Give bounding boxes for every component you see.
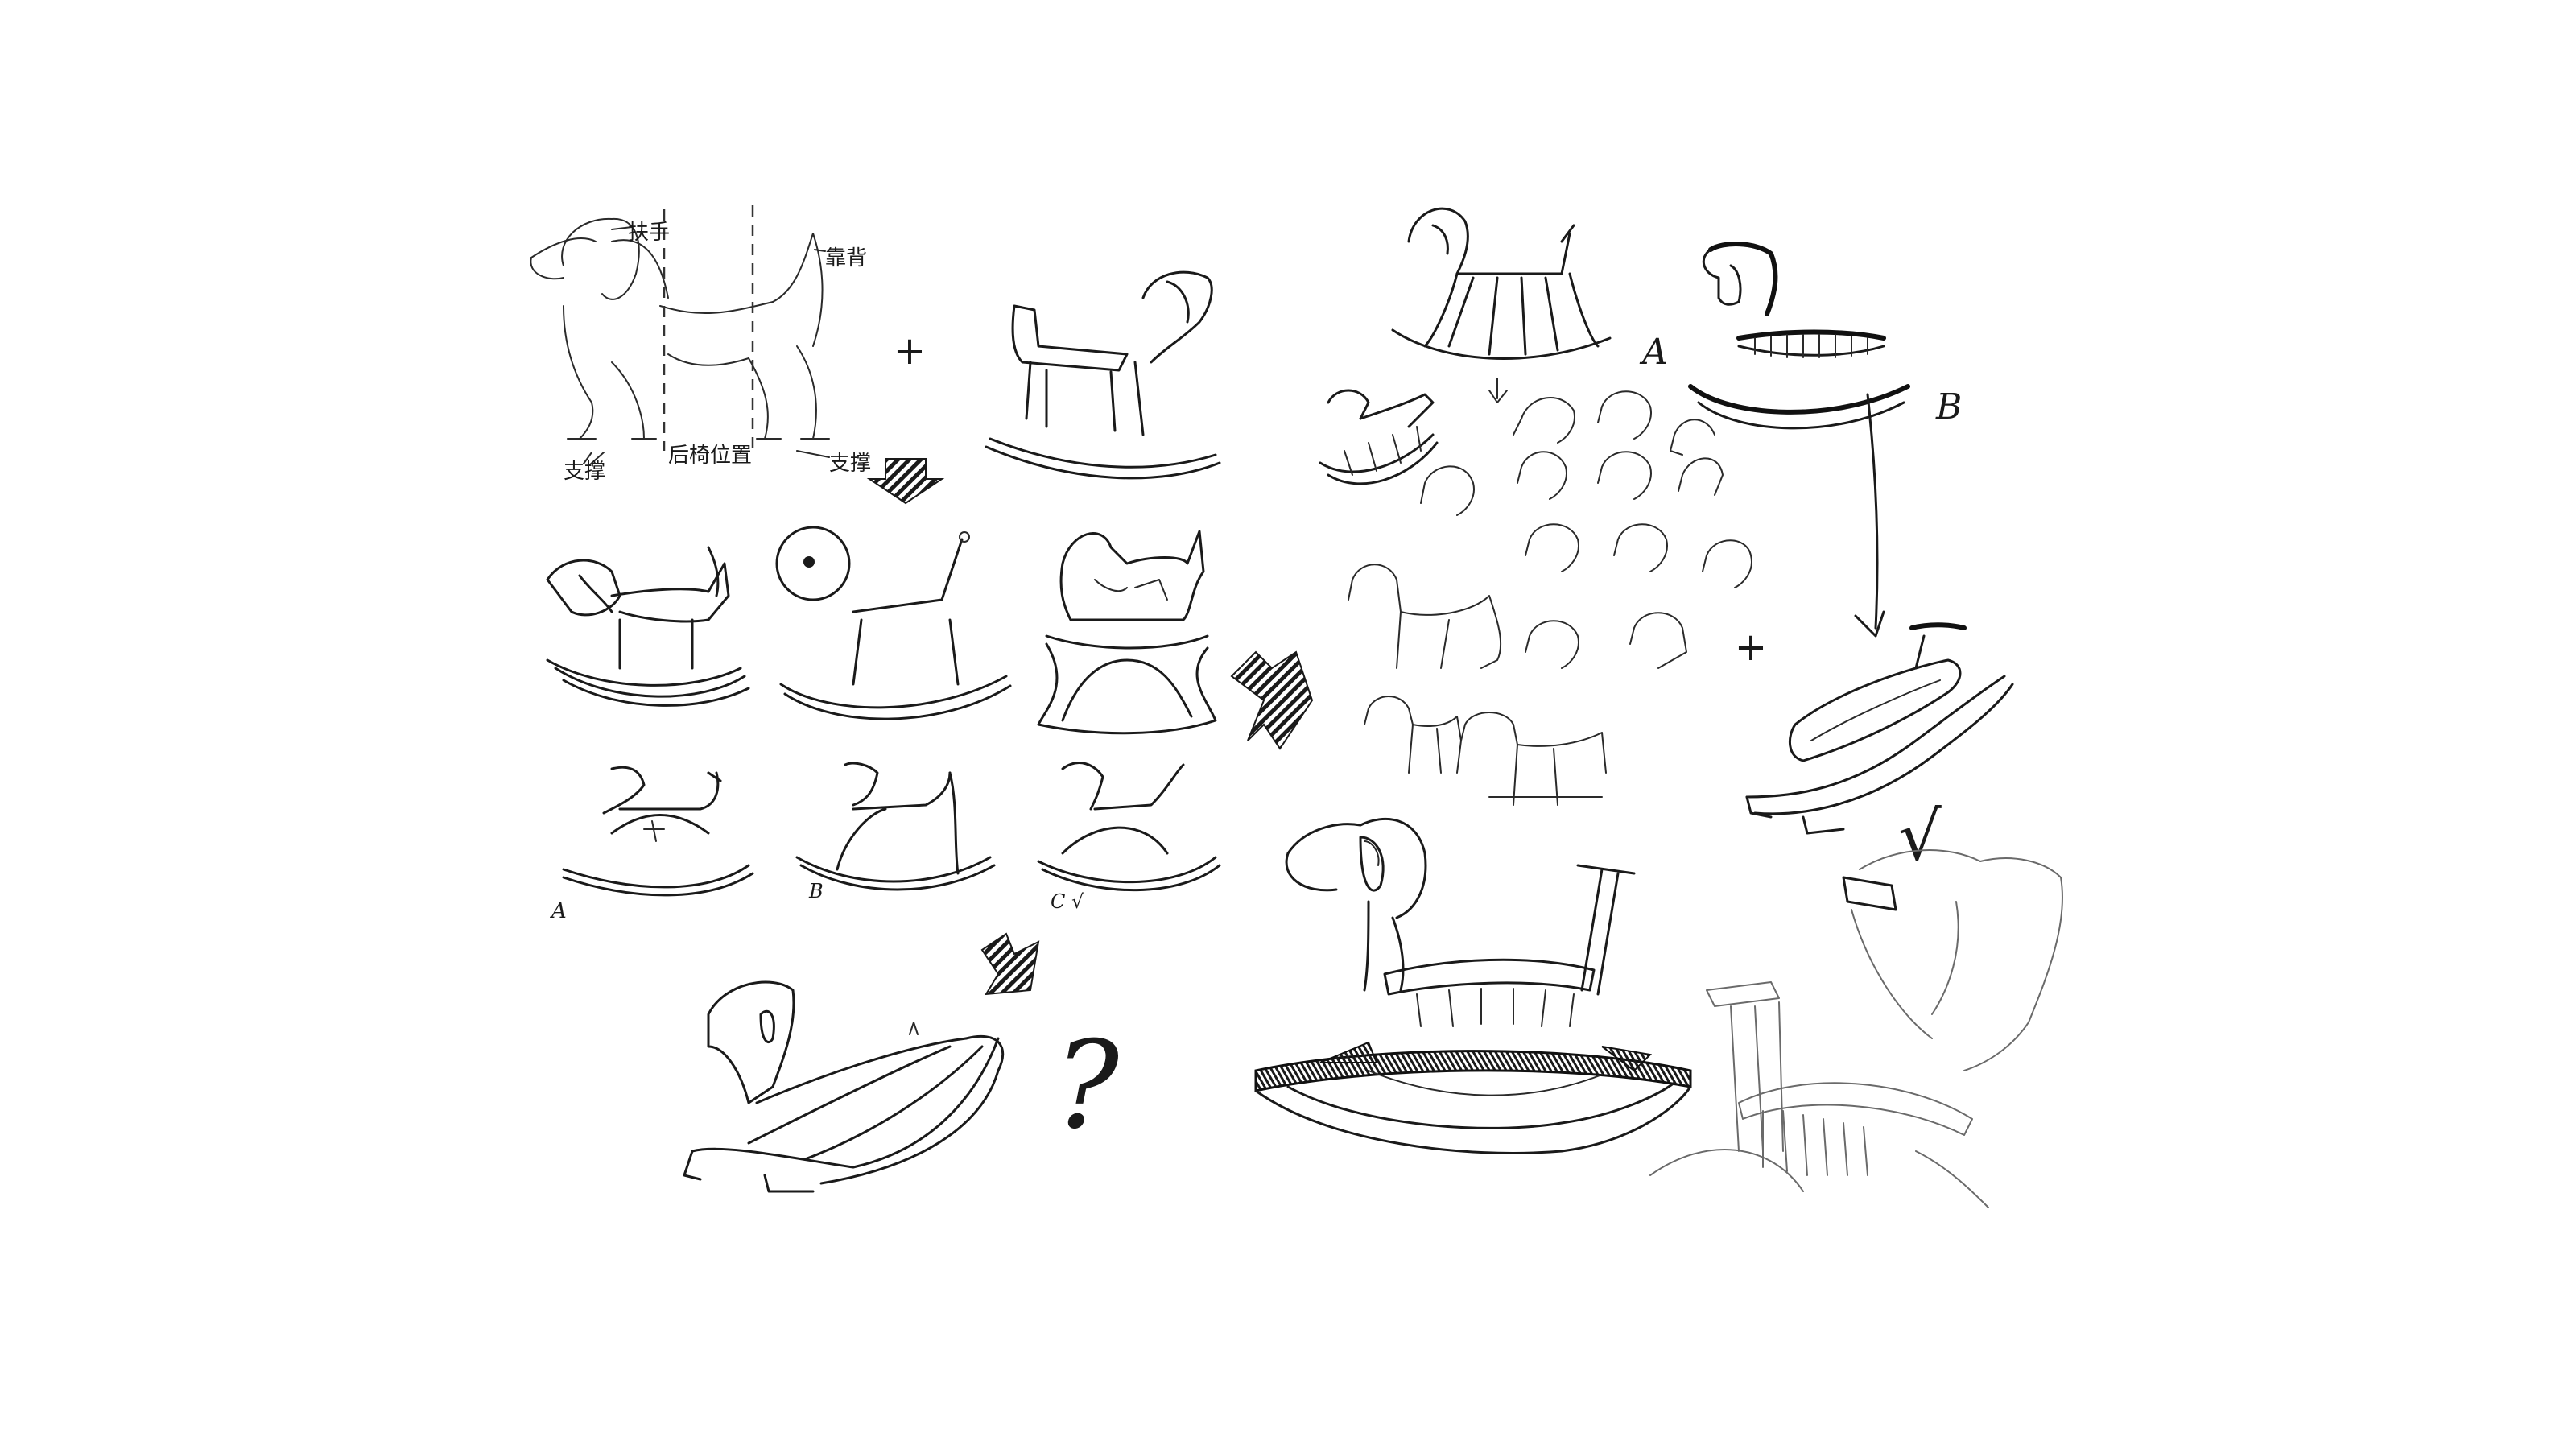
concept-a-label: A (550, 899, 567, 923)
concept-c-label: C √ (1051, 890, 1084, 913)
group-a-dog-rocker (1391, 207, 1612, 403)
rocker-b-final (1745, 622, 2014, 835)
dog-head-10 (1702, 539, 1752, 588)
group-a-label: A (1639, 332, 1668, 373)
dog-head-1 (1513, 397, 1575, 444)
striped-arrow-right (1230, 650, 1314, 750)
concept-a-sketch (562, 766, 754, 897)
striped-arrow-down-2 (980, 932, 1040, 996)
armrest-annotation: 扶手 (628, 221, 671, 245)
plus-sign-1: + (894, 328, 926, 374)
group-b-label: B (1935, 386, 1962, 427)
dog-full-1 (1348, 564, 1502, 669)
stacked-dog-rocker-sketch (1037, 530, 1217, 735)
concept-b-label: B (808, 880, 824, 902)
rear-seat-annotation: 后椅位置 (668, 444, 753, 468)
rocking-horse-chair-reference (985, 270, 1221, 480)
question-mark: ? (1055, 1016, 1121, 1156)
concept-c-sketch (1037, 762, 1221, 892)
dog-head-2 (1597, 390, 1652, 440)
check-mark: √ (1898, 797, 1942, 876)
rear-support-annotation: 支撑 (829, 452, 872, 476)
dog-head-6 (1597, 451, 1652, 500)
rocker-refined-sketch (1649, 849, 2063, 1208)
dog-head-7 (1678, 457, 1724, 496)
rocker-3d-sketch (683, 980, 1005, 1193)
group-b-concept (1688, 242, 1910, 638)
dog-anatomy-sketch (530, 205, 830, 466)
plus-sign-2: + (1735, 625, 1767, 670)
dog-head-8 (1525, 523, 1579, 572)
dog-full-5 (1460, 712, 1607, 806)
abstract-rocker-sketch (775, 526, 1012, 720)
dog-full-2 (1525, 620, 1579, 669)
rocker-a-final (1254, 818, 1692, 1154)
dog-head-3 (1670, 419, 1715, 456)
dog-head-5 (1517, 451, 1567, 500)
concept-b-sketch (795, 762, 996, 891)
dog-head-studies (1348, 390, 1752, 806)
striped-arrow-down-1 (866, 458, 945, 505)
small-rocker-thumbnail (1319, 389, 1439, 485)
dog-rocker-sketch (546, 546, 750, 707)
dog-head-4 (1420, 465, 1475, 516)
dog-full-4 (1364, 696, 1462, 774)
front-support-annotation: 支撑 (564, 460, 606, 484)
dog-head-9 (1613, 523, 1668, 572)
dog-full-3 (1629, 612, 1687, 669)
backrest-annotation: 靠背 (825, 246, 868, 270)
